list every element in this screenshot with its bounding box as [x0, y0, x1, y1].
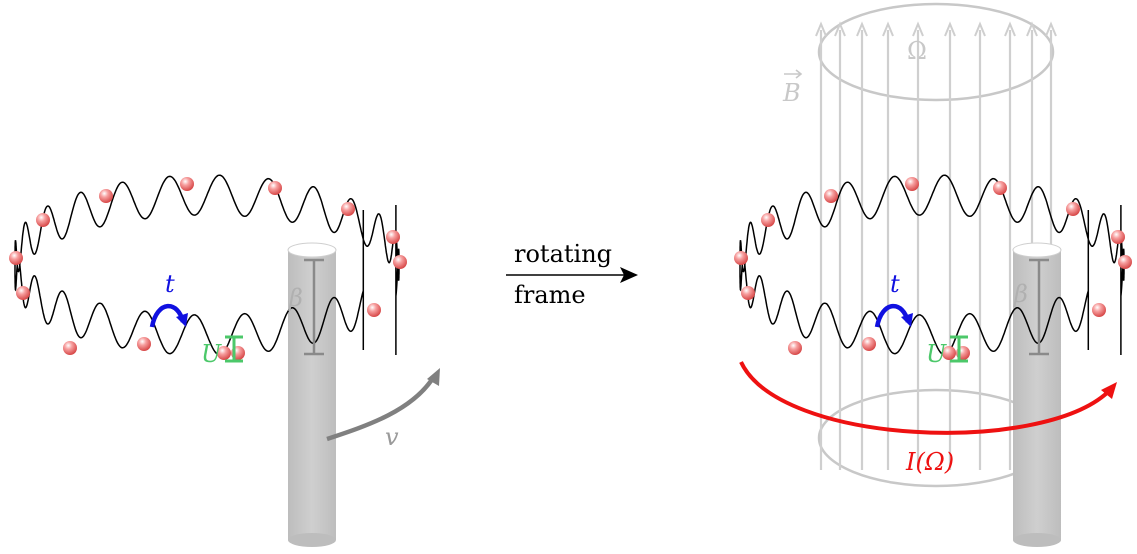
right-barrier-pillar	[1013, 250, 1061, 547]
field-label-group: B	[782, 69, 803, 107]
field-line-arrowhead	[944, 21, 956, 37]
arrow-label-bottom: frame	[514, 281, 586, 309]
atom	[942, 346, 956, 360]
right-u-bracket	[950, 335, 968, 363]
field-line-arrowhead	[1004, 21, 1016, 37]
right-beta-bracket	[1029, 258, 1049, 356]
field-line-arrowhead	[912, 21, 924, 37]
current-arrow	[739, 361, 1110, 435]
right-hop-label: t	[890, 270, 900, 298]
atom	[217, 346, 231, 360]
right-u-label: U	[926, 340, 947, 368]
left-beta-label: β	[288, 284, 303, 312]
left-u-bracket	[225, 335, 243, 363]
field-label: B	[782, 79, 801, 107]
atom	[36, 213, 50, 227]
left-hop-arrowhead	[176, 313, 188, 327]
atom	[1111, 230, 1125, 244]
left-ring-lattice	[14, 174, 400, 356]
flux-label: Ω	[907, 37, 927, 65]
right-panel: Ω B β t U	[734, 2, 1132, 547]
atom	[862, 337, 876, 351]
arrow-label-top: rotating	[514, 240, 612, 268]
atom	[393, 255, 407, 269]
left-beta-bracket	[304, 258, 324, 356]
velocity-arrow	[326, 376, 435, 442]
atom	[1118, 255, 1132, 269]
atom	[1092, 303, 1106, 317]
current-arrowhead	[1101, 382, 1117, 399]
left-barrier-pillar	[288, 250, 336, 547]
atom	[993, 181, 1007, 195]
atom	[341, 202, 355, 216]
left-pillar-top	[287, 242, 337, 258]
rotating-frame-arrow: rotating frame	[506, 240, 638, 309]
cylinder-top	[817, 2, 1055, 102]
field-line-arrowhead	[882, 21, 894, 37]
atom	[63, 341, 77, 355]
atom	[734, 251, 748, 265]
field-vector-icon	[784, 69, 803, 79]
atom	[741, 286, 755, 300]
right-atoms	[734, 177, 1132, 360]
current-label: I(Ω)	[905, 448, 954, 476]
atom	[180, 177, 194, 191]
atom	[905, 177, 919, 191]
field-line-arrowhead	[974, 21, 986, 37]
atom	[137, 337, 151, 351]
velocity-label: v	[385, 423, 399, 451]
field-line-arrowhead	[856, 21, 868, 37]
left-u-label: U	[201, 340, 222, 368]
field-line-arrowhead	[1026, 21, 1038, 37]
atom	[9, 251, 23, 265]
atom	[788, 341, 802, 355]
right-hop-arrowhead	[901, 313, 913, 327]
right-pillar-top	[1012, 242, 1062, 258]
atom	[99, 189, 113, 203]
field-line-arrowhead	[1045, 21, 1057, 37]
right-ring-lattice	[739, 174, 1125, 356]
atom	[268, 181, 282, 195]
velocity-arrowhead	[427, 368, 440, 386]
atom	[386, 230, 400, 244]
left-atoms	[9, 177, 407, 360]
left-hop-label: t	[165, 270, 175, 298]
field-line-arrowhead	[834, 21, 846, 37]
atom	[824, 189, 838, 203]
atom	[761, 213, 775, 227]
left-panel: β t U v	[9, 174, 440, 547]
atom	[1066, 202, 1080, 216]
atom	[367, 303, 381, 317]
atom	[16, 286, 30, 300]
right-beta-label: β	[1013, 280, 1028, 308]
field-line-arrowhead	[815, 21, 827, 37]
